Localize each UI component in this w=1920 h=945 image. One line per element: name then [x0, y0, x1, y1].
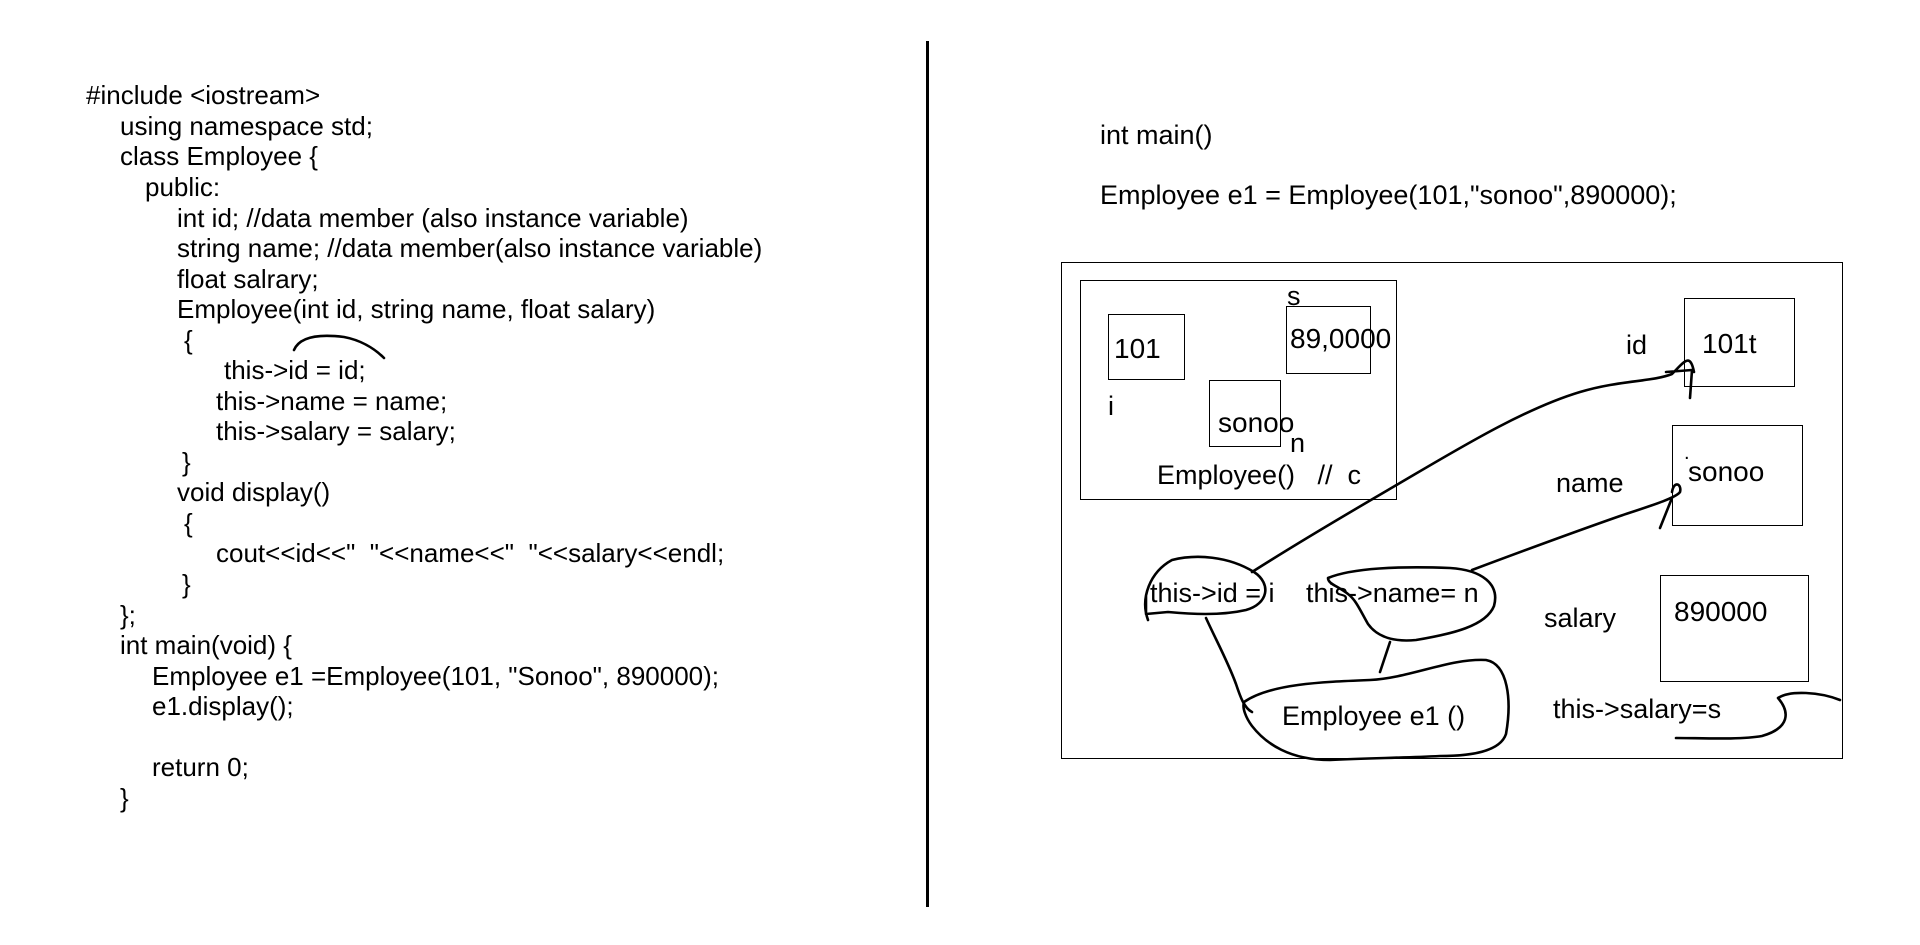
object-name-text: Employee e1 () — [1282, 701, 1466, 731]
name-value: sonoo — [1688, 456, 1765, 487]
code-line: return 0; — [152, 752, 249, 782]
code-line: this->name = name; — [216, 386, 448, 416]
assign-salary-text: this->salary=s — [1553, 694, 1722, 724]
assign-id-text: this->id = i — [1150, 578, 1275, 608]
code-line: public: — [145, 172, 221, 202]
code-line: class Employee { — [120, 141, 318, 171]
code-line: cout<<id<<" "<<name<<" "<<salary<<endl; — [216, 538, 725, 568]
code-line: } — [182, 569, 191, 599]
code-line: int id; //data member (also instance var… — [177, 203, 689, 233]
name-label: name — [1556, 468, 1624, 498]
code-line: { — [184, 508, 193, 538]
panel-divider — [926, 41, 929, 907]
code-line: e1.display(); — [152, 691, 294, 721]
code-line: int main(void) { — [120, 630, 292, 660]
code-line: } — [120, 783, 129, 813]
code-line: Employee(int id, string name, float sala… — [177, 294, 656, 324]
id-box — [1684, 298, 1795, 387]
param-i-box — [1108, 314, 1185, 380]
code-line: using namespace std; — [120, 111, 373, 141]
code-line: { — [184, 325, 193, 355]
code-line: this->id = id; — [224, 355, 366, 385]
code-line: string name; //data member(also instance… — [177, 233, 763, 263]
code-line: Employee e1 =Employee(101, "Sonoo", 8900… — [152, 661, 719, 691]
code-line: }; — [120, 600, 136, 630]
code-line: void display() — [177, 477, 331, 507]
param-n-value: sonoo — [1218, 407, 1295, 438]
code-line: #include <iostream> — [86, 80, 321, 110]
code-line: this->salary = salary; — [216, 416, 456, 446]
salary-value: 890000 — [1674, 596, 1768, 627]
code-line: float salrary; — [177, 264, 319, 294]
param-i-value: 101 — [1114, 333, 1161, 364]
param-i-label: i — [1108, 391, 1114, 421]
code-line: } — [182, 447, 191, 477]
param-s-label: s — [1287, 281, 1301, 311]
param-n-label: n — [1290, 428, 1306, 458]
param-s-value: 89,0000 — [1290, 323, 1392, 354]
assign-name-text: this->name= n — [1306, 578, 1479, 608]
constructor-call-text: Employee e1 = Employee(101,"sonoo",89000… — [1100, 180, 1677, 210]
salary-label: salary — [1544, 603, 1617, 633]
main-label: int main() — [1100, 120, 1213, 150]
id-value: 101t — [1702, 328, 1757, 359]
constructor-caption: Employee() // c — [1157, 460, 1362, 490]
id-label: id — [1626, 330, 1648, 360]
salary-box — [1660, 575, 1809, 682]
